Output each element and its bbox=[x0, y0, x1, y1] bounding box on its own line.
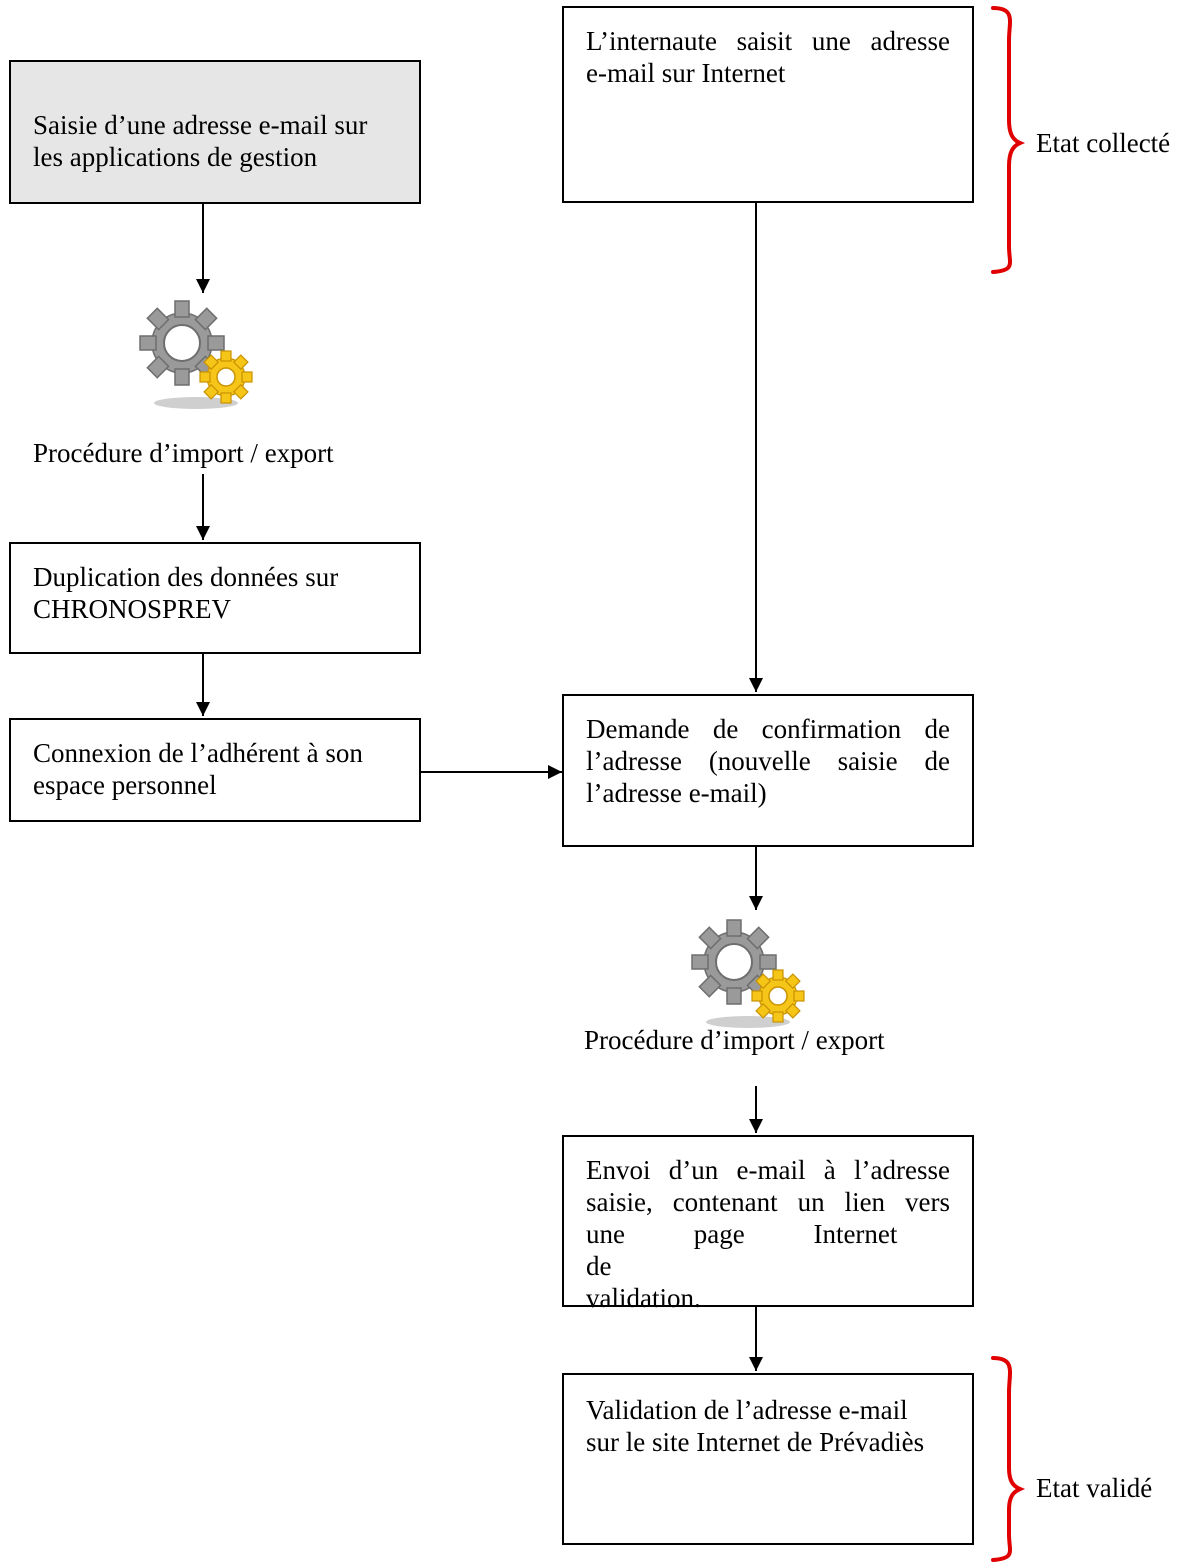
box-line: validation. bbox=[586, 1283, 701, 1313]
box-saisie-gestion-text: Saisie d’une adresse e-mail sur les appl… bbox=[33, 109, 397, 173]
box-line: Demande de confirmation de bbox=[586, 714, 950, 744]
box-line: saisie, contenant un lien vers bbox=[586, 1187, 950, 1217]
box-line: Duplication des données sur bbox=[33, 562, 339, 592]
box-line: une page Internet de bbox=[586, 1219, 898, 1281]
box-line: CHRONOSPREV bbox=[33, 594, 232, 624]
box-line: Saisie d’une adresse e-mail sur bbox=[33, 110, 368, 140]
procedure-label-right: Procédure d’import / export bbox=[584, 1025, 885, 1055]
box-connexion-text: Connexion de l’adhérent à son espace per… bbox=[33, 737, 397, 801]
box-duplication-text: Duplication des données sur CHRONOSPREV bbox=[33, 561, 397, 625]
box-line: L’internaute saisit une adresse bbox=[586, 26, 950, 56]
procedure-label-left: Procédure d’import / export bbox=[33, 438, 334, 468]
brace-etat-collecte bbox=[991, 6, 1026, 274]
box-saisie-gestion: Saisie d’une adresse e-mail sur les appl… bbox=[9, 60, 421, 204]
box-duplication: Duplication des données sur CHRONOSPREV bbox=[9, 542, 421, 654]
box-envoi-email-text: Envoi d’un e-mail à l’adresse saisie, co… bbox=[586, 1154, 950, 1314]
box-validation: Validation de l’adresse e-mail sur le si… bbox=[562, 1373, 974, 1545]
box-line: Connexion de l’adhérent à son bbox=[33, 738, 363, 768]
box-demande-confirmation-text: Demande de confirmation de l’adresse (no… bbox=[586, 713, 950, 809]
box-internaute-saisit-text: L’internaute saisit une adresse e-mail s… bbox=[586, 25, 950, 89]
box-demande-confirmation: Demande de confirmation de l’adresse (no… bbox=[562, 694, 974, 847]
box-line: Envoi d’un e-mail à l’adresse bbox=[586, 1155, 950, 1185]
box-line: Validation de l’adresse e-mail bbox=[586, 1395, 908, 1425]
state-label-collecte: Etat collecté bbox=[1036, 128, 1171, 158]
box-line: e-mail sur Internet bbox=[586, 58, 786, 88]
box-line: l’adresse (nouvelle saisie de bbox=[586, 746, 950, 776]
box-internaute-saisit: L’internaute saisit une adresse e-mail s… bbox=[562, 6, 974, 203]
gears-icon bbox=[691, 919, 805, 1028]
gears-icon bbox=[139, 300, 253, 409]
box-line: sur le site Internet de Prévadiès bbox=[586, 1427, 925, 1457]
box-line: l’adresse e-mail) bbox=[586, 778, 767, 808]
state-label-valide: Etat validé bbox=[1036, 1473, 1153, 1503]
box-validation-text: Validation de l’adresse e-mail sur le si… bbox=[586, 1394, 958, 1458]
box-line: les applications de gestion bbox=[33, 142, 318, 172]
box-connexion: Connexion de l’adhérent à son espace per… bbox=[9, 718, 421, 822]
brace-etat-valide bbox=[991, 1356, 1026, 1562]
box-line: espace personnel bbox=[33, 770, 217, 800]
box-envoi-email: Envoi d’un e-mail à l’adresse saisie, co… bbox=[562, 1135, 974, 1313]
